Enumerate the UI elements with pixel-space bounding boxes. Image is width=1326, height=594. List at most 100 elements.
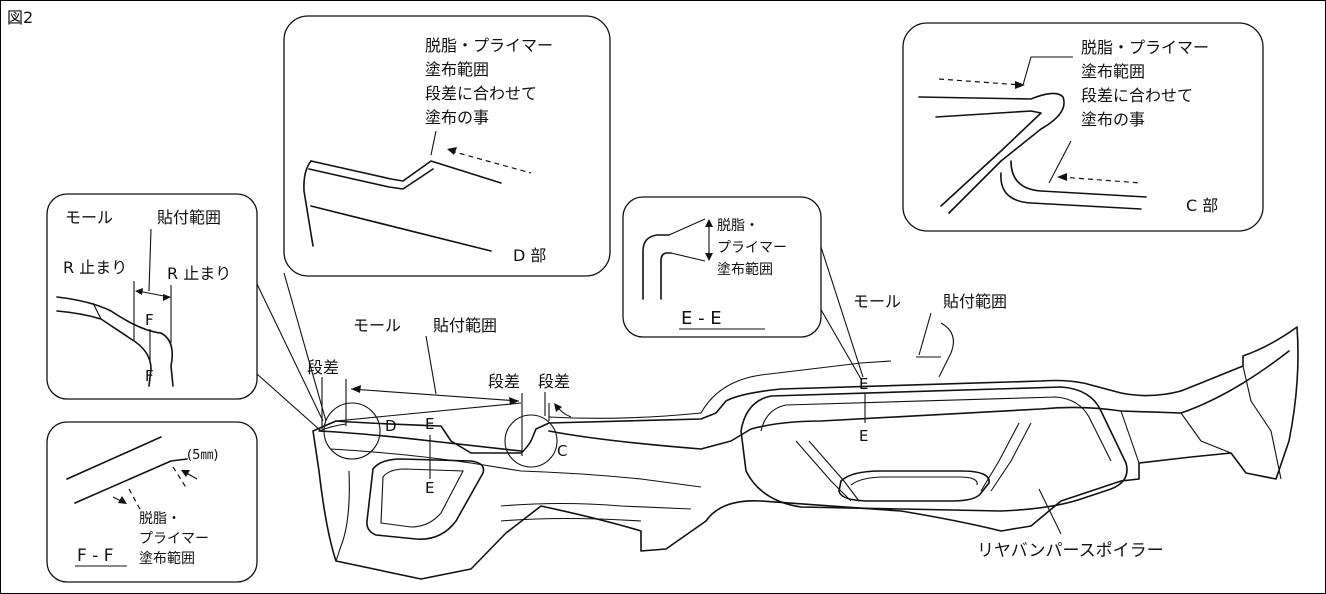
- d-step-profile-edge: [308, 168, 434, 190]
- leader-ee-1: [815, 300, 862, 380]
- mold-range-arrow: [345, 335, 523, 456]
- ee-section-inner: [660, 252, 672, 300]
- diffuser-inner: [760, 396, 1112, 462]
- spoiler-left-end: [318, 423, 350, 562]
- marker-e-top-right: E: [859, 375, 868, 393]
- left-exhaust-inner: [380, 468, 464, 528]
- ee-note-line2: プライマー: [717, 240, 787, 256]
- c-part-label: C 部: [1186, 196, 1218, 215]
- detail-circle-c: [504, 414, 558, 468]
- c-note-line4: 塗布の事: [1081, 110, 1145, 129]
- ee-note-line1: 脱脂・: [717, 218, 759, 234]
- spoiler-mid-line: [330, 448, 702, 488]
- ff-note-line2: プライマー: [139, 531, 209, 547]
- spoiler-lower-line: [500, 502, 692, 522]
- spoiler-top-edge: [318, 350, 1290, 452]
- callout-ff: (5㎜) 脱脂・ プライマー 塗布範囲 F - F: [46, 421, 258, 583]
- step-label-1: 段差: [307, 358, 339, 377]
- callout-c: 脱脂・プライマー 塗布範囲 段差に合わせて 塗布の事 C 部: [902, 22, 1264, 232]
- callout-ee: 脱脂・ プライマー 塗布範囲 E - E: [622, 196, 822, 338]
- c-arrow-line-top: [938, 78, 1022, 86]
- diffuser-panel: [740, 386, 1128, 512]
- marker-e-bottom-left: E: [425, 479, 434, 497]
- c-profile-upper-outer: [918, 92, 1065, 162]
- mold-f-bottom: F: [145, 367, 154, 385]
- leader-ee-2: [820, 246, 864, 378]
- spoiler-upper-line: [548, 360, 892, 419]
- c-leader-bottom: [1048, 140, 1072, 184]
- marker-e-bottom-right: E: [859, 427, 868, 445]
- ff-dimension: (5㎜): [187, 448, 218, 463]
- c-profile-lower-outer: [1010, 160, 1147, 198]
- ff-section-label: F - F: [77, 546, 114, 566]
- ff-range-ticks: [128, 466, 188, 512]
- figure-label: 図2: [7, 8, 33, 27]
- mold-f-top: F: [145, 311, 154, 329]
- mold-profile-tick: [92, 302, 102, 320]
- center-exhaust-opening: [838, 470, 990, 502]
- d-note-line3: 段差に合わせて: [425, 84, 537, 103]
- callout-d: 脱脂・プライマー 塗布範囲 段差に合わせて 塗布の事 D 部: [283, 15, 611, 277]
- mold-callout-title-left: モール: [65, 208, 113, 227]
- ff-surface-inner: [74, 458, 188, 504]
- left-exhaust-opening: [366, 458, 485, 540]
- mold-range-main: [335, 402, 550, 422]
- ee-range-lines: [668, 218, 706, 262]
- leader-mold-1: [256, 283, 324, 422]
- d-note-line1: 脱脂・プライマー: [425, 36, 553, 55]
- c-profile-diagonal: [948, 160, 1002, 214]
- mold-right-leader: [918, 312, 932, 356]
- diffuser-fin-left: [795, 440, 860, 502]
- d-arrow-line: [450, 150, 532, 174]
- step-label-2: 段差: [488, 372, 520, 391]
- d-leader: [430, 130, 437, 156]
- mold-callout-leader: [148, 228, 152, 292]
- mold-label-right-b: 貼付範囲: [943, 292, 1007, 311]
- marker-d: D: [385, 417, 397, 435]
- callout-c-frame: [902, 22, 1264, 232]
- mold-label-left-a: モール: [353, 316, 401, 335]
- part-name-leader: [1038, 488, 1062, 535]
- ee-section-outer: [642, 234, 670, 300]
- ff-note-line3: 塗布範囲: [139, 550, 195, 567]
- d-note-line4: 塗布の事: [425, 108, 489, 127]
- d-lower-edge: [310, 205, 492, 252]
- leader-mold-2: [256, 373, 322, 432]
- d-note-line2: 塗布範囲: [425, 60, 489, 79]
- ee-section-label: E - E: [681, 308, 722, 329]
- callout-mold: モール 貼付範囲 R 止まり R 止まり F F: [46, 193, 258, 400]
- ee-note-line3: 塗布範囲: [717, 261, 773, 278]
- mold-callout-title-right: 貼付範囲: [157, 208, 221, 227]
- marker-e-top-left: E: [425, 415, 434, 433]
- d-step-profile-top: [310, 160, 502, 184]
- callout-d-frame: [283, 15, 611, 277]
- r-stop-right: R 止まり: [167, 264, 231, 283]
- rear-bumper-spoiler: [312, 326, 1299, 580]
- diffuser-fin-right: [980, 422, 1032, 492]
- c-profile-lower-inner: [1000, 172, 1142, 210]
- detail-circle-d: [323, 402, 381, 460]
- mold-edge-line: [335, 402, 522, 422]
- center-exhaust-inner: [850, 476, 978, 486]
- callout-ee-frame: [622, 196, 822, 338]
- mold-profile-outer: [56, 296, 174, 387]
- ff-surface-outer: [66, 436, 162, 480]
- r-stop-left: R 止まり: [63, 258, 127, 277]
- c-leader-top: [1022, 56, 1073, 86]
- c-note-line2: 塗布範囲: [1081, 62, 1145, 81]
- c-note-line3: 段差に合わせて: [1081, 86, 1193, 105]
- d-left-edge: [303, 160, 314, 247]
- part-name-label: リヤバンパースポイラー: [977, 541, 1164, 561]
- c-arrow-line-bottom: [1060, 176, 1142, 184]
- marker-c: C: [557, 442, 567, 460]
- leader-to-d-callout: [283, 272, 327, 422]
- c-note-line1: 脱脂・プライマー: [1081, 38, 1209, 57]
- mold-label-right-a: モール: [853, 292, 901, 311]
- ff-note-line1: 脱脂・: [139, 511, 181, 527]
- callout-mold-frame: [46, 193, 258, 400]
- d-part-label: D 部: [513, 246, 546, 265]
- mold-right-break: [938, 322, 954, 378]
- callout-ff-frame: [46, 421, 258, 583]
- mold-label-left-b: 貼付範囲: [433, 316, 497, 335]
